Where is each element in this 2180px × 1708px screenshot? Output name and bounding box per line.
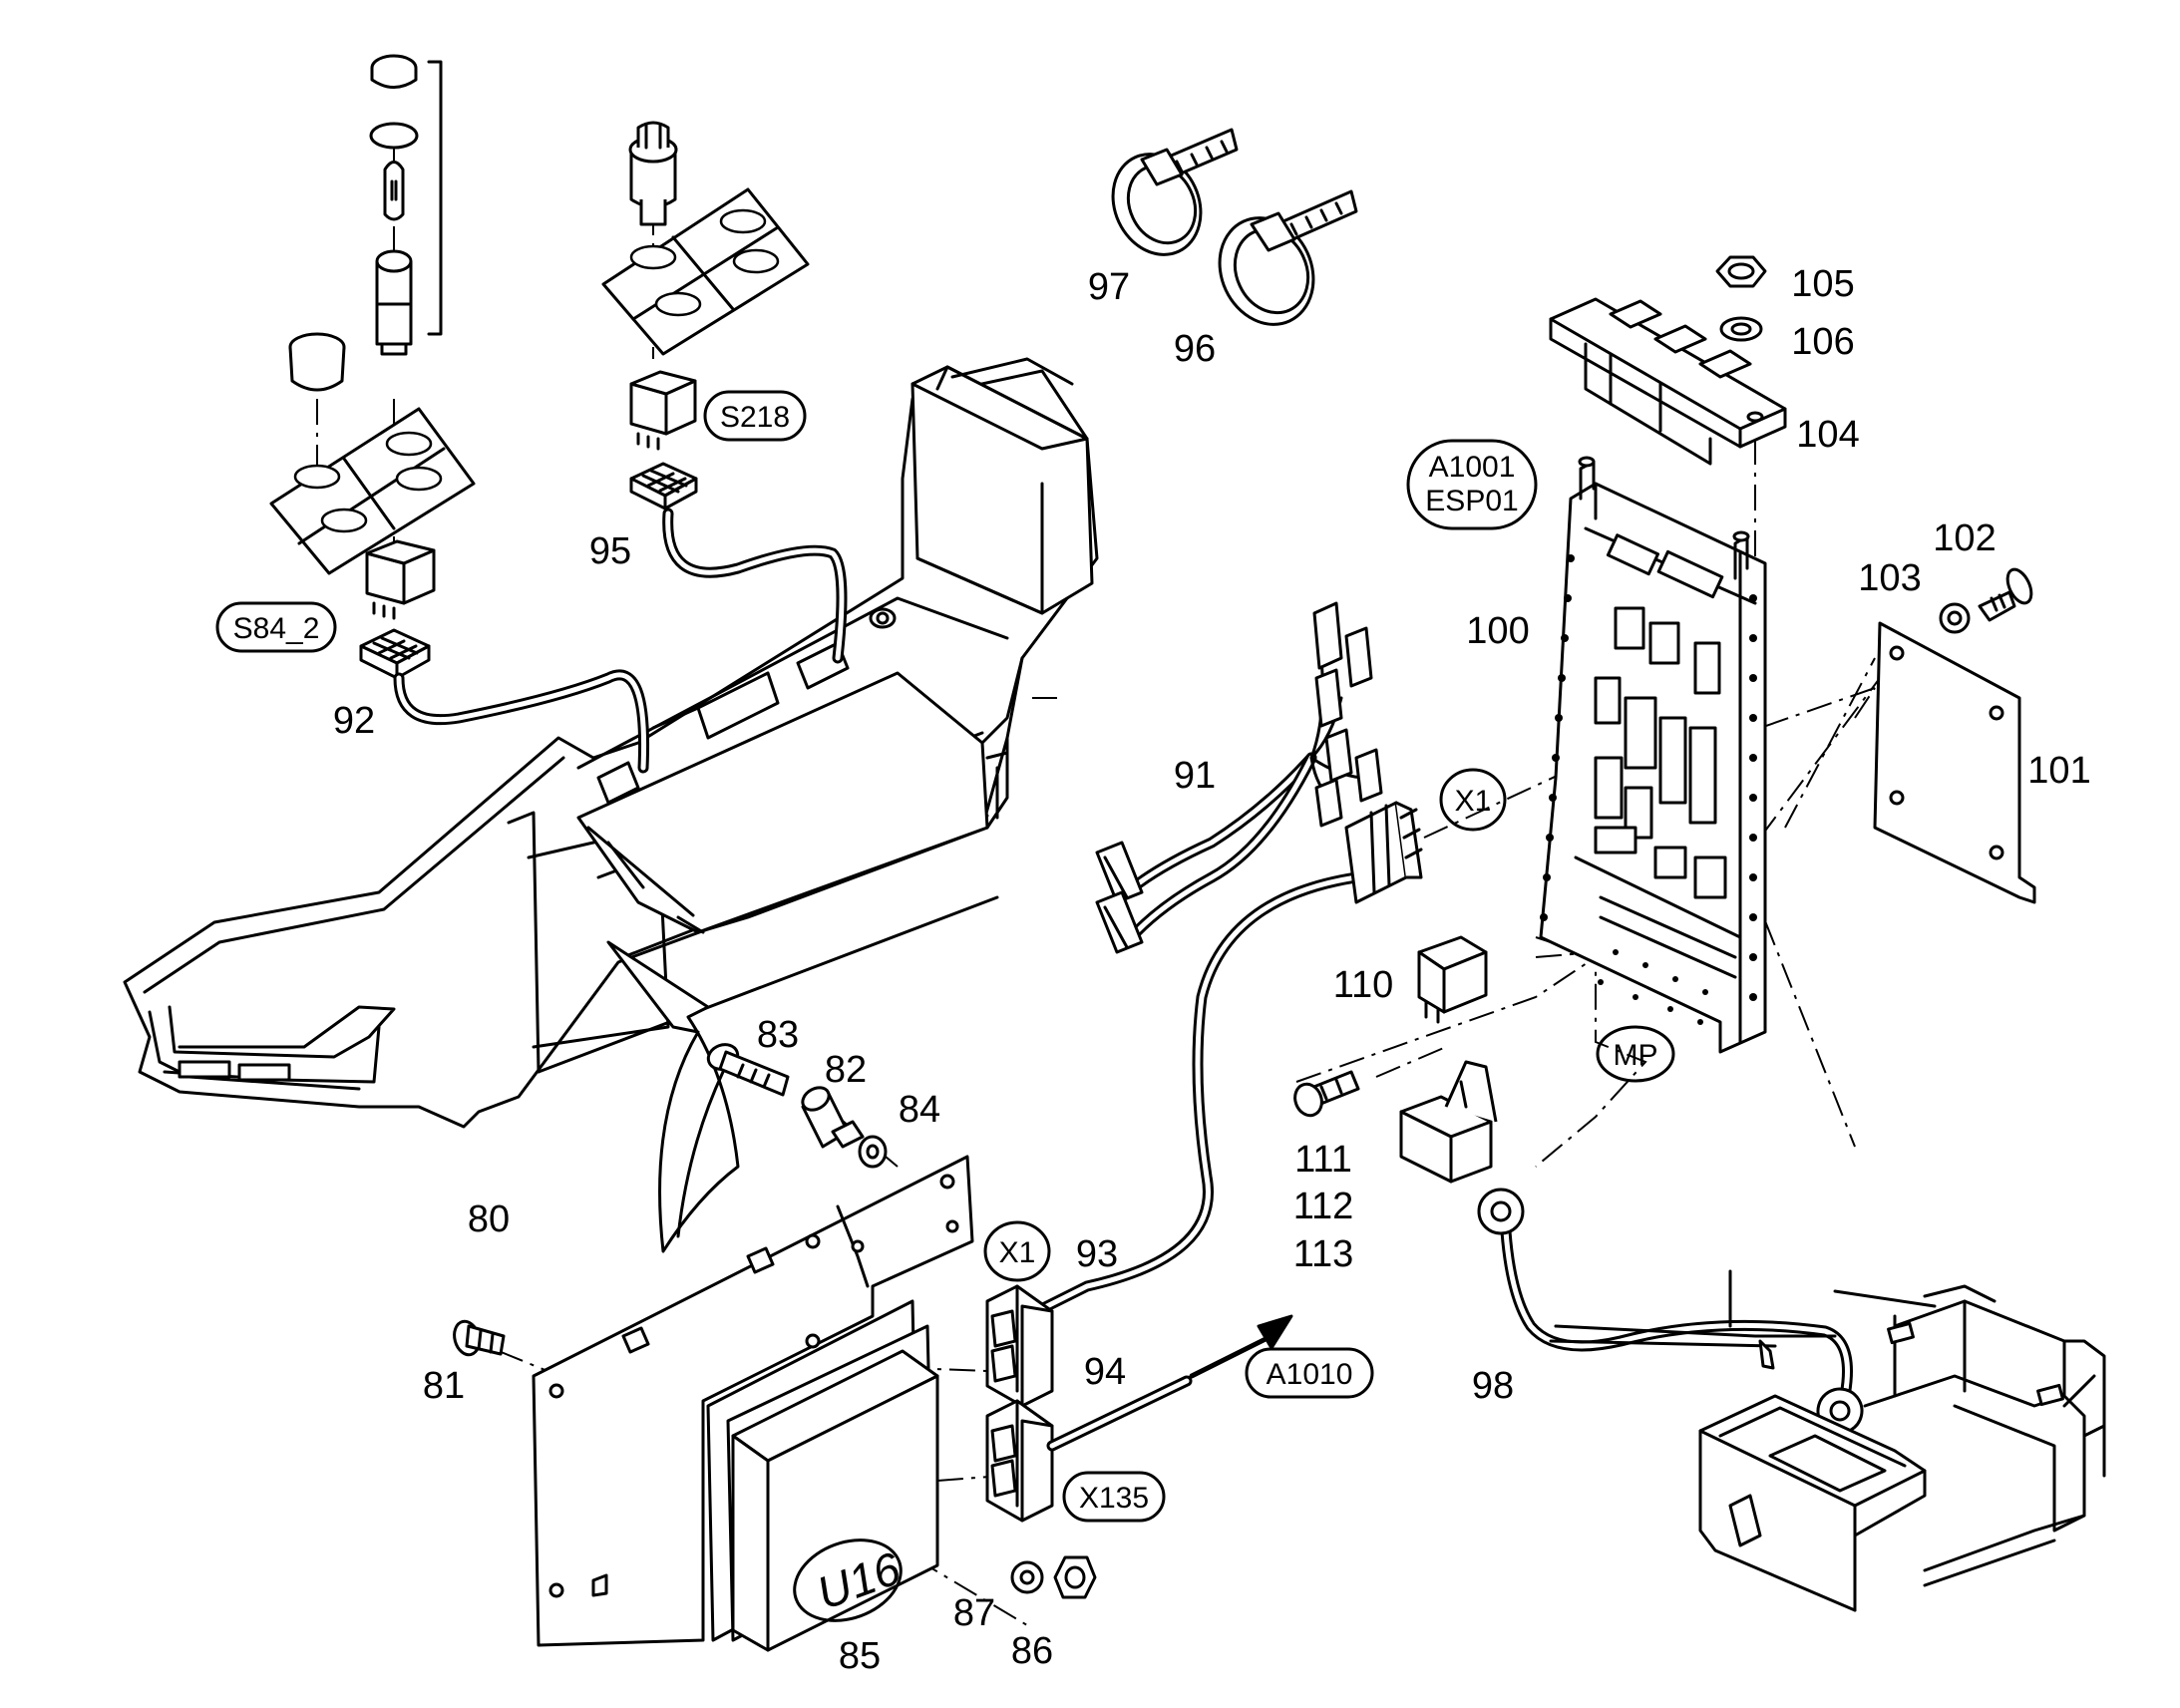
tag-x1-right-text: X1 [1455, 785, 1492, 818]
callout-93: 93 [1076, 1233, 1118, 1275]
callout-97: 97 [1088, 266, 1130, 308]
callout-112: 112 [1293, 1186, 1354, 1227]
washer-87 [1010, 1560, 1044, 1594]
switch-s84-2 [365, 539, 436, 620]
tag-s84-2: S84_2 [215, 601, 337, 653]
tag-x1-left: X1 [983, 1220, 1051, 1282]
bracket-104 [1549, 297, 1787, 466]
tag-x135: X135 [1062, 1471, 1166, 1523]
washer-103 [1939, 602, 1971, 634]
nut-105 [1715, 255, 1767, 288]
relay-110 [1417, 935, 1488, 1024]
switch-plate-middle [601, 187, 810, 356]
callout-106: 106 [1791, 321, 1854, 363]
relay-holder [1399, 1060, 1498, 1184]
mounting-plate-80 [532, 1155, 974, 1647]
plug-x135 [985, 1399, 1054, 1523]
cable-tie-97 [1111, 128, 1239, 256]
rotary-switch-knob [628, 121, 678, 226]
callout-87: 87 [953, 1592, 995, 1634]
callout-92: 92 [333, 700, 375, 742]
tag-mp: MP [1596, 1025, 1675, 1083]
screw-102 [1978, 567, 2033, 622]
tag-mp-text: MP [1614, 1039, 1658, 1072]
part-callouts: 80 81 82 83 84 85 86 87 91 92 93 94 95 9… [333, 263, 2091, 1677]
callout-104: 104 [1796, 414, 1859, 456]
callout-96: 96 [1174, 328, 1216, 370]
assembly-arrow-icon [606, 940, 740, 1253]
callout-110: 110 [1333, 964, 1394, 1006]
callout-91: 91 [1174, 755, 1216, 797]
tag-a1001-text: A1001 [1429, 451, 1516, 484]
screw-81 [453, 1319, 506, 1357]
callout-100: 100 [1466, 610, 1529, 652]
plug-x1 [985, 1284, 1054, 1408]
tag-a1010: A1010 [1245, 1347, 1374, 1399]
connector-95-plug [629, 462, 698, 511]
tag-s218: S218 [703, 390, 807, 442]
connector-92-plug [359, 628, 431, 680]
bolt-83 [706, 1043, 790, 1097]
tag-esp01-text: ESP01 [1425, 485, 1518, 517]
callout-98: 98 [1472, 1365, 1514, 1407]
callout-102: 102 [1933, 517, 1996, 559]
callout-82: 82 [825, 1049, 867, 1091]
callout-95: 95 [589, 530, 631, 572]
callout-101: 101 [2027, 750, 2090, 792]
callout-80: 80 [468, 1198, 510, 1240]
callout-111: 111 [1294, 1139, 1352, 1181]
cable-tie-96 [1218, 189, 1358, 326]
tag-x1-right: X1 [1439, 768, 1507, 832]
ground-strap-98 [1477, 1188, 1864, 1435]
control-unit-100 [1539, 456, 1767, 1054]
spacer-82 [801, 1086, 865, 1149]
tag-x135-text: X135 [1079, 1482, 1149, 1515]
cable-harnesses [393, 508, 848, 774]
callout-103: 103 [1858, 557, 1921, 599]
nut-86 [1053, 1555, 1097, 1599]
rail-perforations [1540, 554, 1757, 1025]
tag-a1010-text: A1010 [1267, 1358, 1353, 1391]
indicator-lamp-assembly [369, 54, 443, 356]
callout-94: 94 [1084, 1351, 1126, 1393]
push-button-cap [288, 332, 346, 392]
callout-81: 81 [423, 1365, 465, 1407]
callout-105: 105 [1791, 263, 1854, 305]
switch-s218 [629, 370, 697, 451]
switch-plate-left [269, 407, 476, 575]
callout-85: 85 [839, 1635, 881, 1677]
wiring-harness-91 [1095, 601, 1383, 954]
washer-84 [858, 1135, 888, 1169]
washer-106 [1719, 316, 1763, 342]
control-console-housing [123, 357, 1099, 1129]
circuit-board-components [1594, 533, 1737, 979]
callout-84: 84 [899, 1089, 940, 1131]
tag-x1-left-text: X1 [999, 1236, 1036, 1269]
cable-94 [1046, 1314, 1293, 1452]
tag-a1001-esp01: A1001 ESP01 [1406, 439, 1538, 530]
tag-s218-text: S218 [720, 401, 790, 434]
control-module-u16: U16 [706, 1299, 939, 1652]
battery-compartment [1549, 1269, 2106, 1612]
reference-tags: A1001 ESP01 S218 S84_2 X1 X1 MP A1010 [215, 390, 1675, 1523]
callout-83: 83 [757, 1014, 799, 1056]
callout-113: 113 [1293, 1233, 1354, 1275]
cable-93 [1031, 801, 1423, 1317]
bolt-111 [1293, 1070, 1360, 1118]
cover-plate-101 [1873, 621, 2036, 904]
stud-bolts [621, 1246, 775, 1354]
tag-s84-2-text: S84_2 [233, 612, 320, 645]
callout-86: 86 [1011, 1630, 1053, 1672]
